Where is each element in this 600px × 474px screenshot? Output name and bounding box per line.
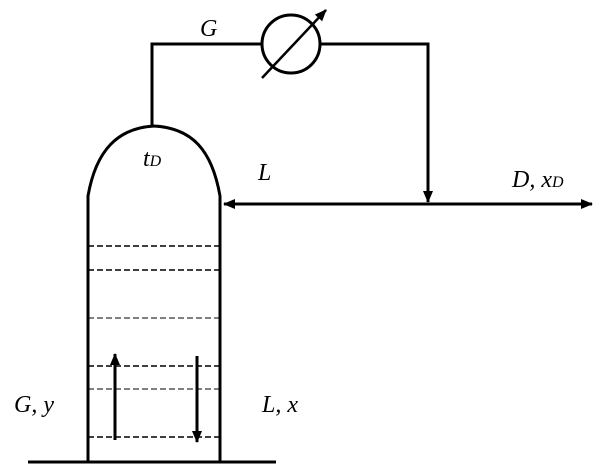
label-top-stream: G — [200, 16, 217, 42]
column-trays — [88, 245, 220, 438]
condenser-symbol-icon — [260, 9, 327, 79]
label-top-temperature-main: t — [143, 146, 151, 172]
label-top-temperature: tD — [143, 146, 162, 172]
label-top-temperature-sub: D — [149, 153, 162, 170]
label-vapor-stream: G, y — [14, 392, 54, 418]
condensate-line — [320, 42, 433, 203]
label-distillate: D, xD — [511, 167, 564, 193]
label-reflux: L — [257, 160, 271, 186]
overhead-vapor-line — [150, 42, 262, 126]
column-shell — [86, 124, 222, 462]
label-liquid-stream: L, x — [261, 392, 298, 418]
label-distillate-main: D, x — [511, 167, 552, 193]
label-distillate-sub: D — [551, 174, 564, 191]
